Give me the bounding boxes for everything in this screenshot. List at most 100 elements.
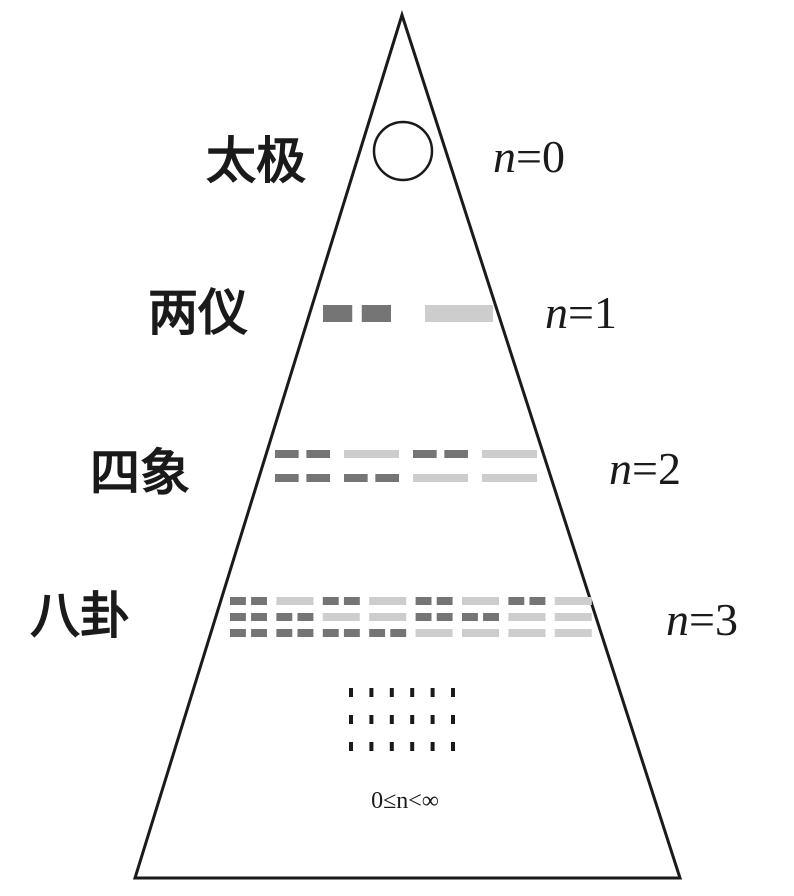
yao-figure-level2-0 bbox=[275, 450, 330, 482]
yang-line bbox=[413, 474, 468, 482]
yin-line-right bbox=[343, 629, 360, 637]
continuation-dot bbox=[369, 688, 374, 697]
yao-figure-level3-1 bbox=[276, 597, 314, 637]
range-label: 0≤n<∞ bbox=[371, 788, 439, 814]
continuation-dot bbox=[451, 715, 455, 724]
yin-line-right bbox=[297, 613, 314, 621]
yang-line bbox=[554, 613, 592, 621]
yin-line-left bbox=[276, 629, 293, 637]
yin-line-right bbox=[436, 613, 453, 621]
n-variable-1: n bbox=[545, 287, 568, 338]
n-variable-3: n bbox=[666, 594, 689, 645]
continuation-dot bbox=[430, 715, 435, 724]
yang-line bbox=[344, 450, 399, 458]
level-name-sixiang: 四象 bbox=[90, 444, 190, 502]
yin-line-left bbox=[415, 597, 432, 605]
yin-line-left bbox=[413, 450, 437, 458]
yin-line-right bbox=[529, 597, 546, 605]
n-value-2: =2 bbox=[632, 443, 681, 494]
continuation-dot bbox=[451, 742, 455, 751]
continuation-dot bbox=[410, 688, 415, 697]
yin-line-right bbox=[251, 629, 267, 637]
level-name-bagua: 八卦 bbox=[30, 587, 130, 645]
yang-line bbox=[482, 450, 537, 458]
level-n-label-0: n=0 bbox=[493, 131, 565, 182]
yang-line bbox=[322, 613, 360, 621]
n-value-3: =3 bbox=[689, 594, 738, 645]
n-value-1: =1 bbox=[568, 287, 617, 338]
yin-line-left bbox=[322, 629, 339, 637]
yang-line bbox=[554, 597, 592, 605]
yang-line bbox=[554, 629, 592, 637]
yang-line bbox=[462, 629, 499, 637]
continuation-dot bbox=[410, 742, 415, 751]
yao-figure-level3-0 bbox=[230, 597, 267, 637]
continuation-dots bbox=[349, 688, 455, 751]
continuation-dot bbox=[349, 715, 353, 724]
yang-line bbox=[508, 629, 546, 637]
taiji-circle bbox=[372, 120, 434, 182]
yao-figure-level2-3 bbox=[482, 450, 537, 482]
yin-line-left bbox=[322, 597, 339, 605]
yin-line-right bbox=[483, 613, 499, 621]
yang-line bbox=[415, 629, 453, 637]
yin-line-left bbox=[369, 629, 386, 637]
level-n-label-1: n=1 bbox=[545, 287, 617, 338]
yang-line bbox=[369, 613, 407, 621]
continuation-dot bbox=[369, 715, 374, 724]
level-n-label-3: n=3 bbox=[666, 594, 738, 645]
yang-line bbox=[276, 597, 314, 605]
yao-figure-level2-2 bbox=[413, 450, 468, 482]
yang-line bbox=[425, 305, 493, 322]
yin-line-left bbox=[462, 613, 478, 621]
yin-line-right bbox=[306, 474, 330, 482]
yin-line-left bbox=[275, 474, 299, 482]
yin-line-left bbox=[230, 613, 246, 621]
yin-line-right bbox=[436, 597, 453, 605]
yang-line bbox=[482, 474, 537, 482]
yin-line-right bbox=[297, 629, 314, 637]
yin-line-left bbox=[508, 597, 525, 605]
yao-figure-level1-0 bbox=[323, 305, 391, 322]
yin-line-left bbox=[323, 305, 353, 322]
continuation-dot bbox=[389, 688, 394, 697]
yin-line-left bbox=[415, 613, 432, 621]
yin-line-right bbox=[251, 597, 267, 605]
yao-figure-level3-2 bbox=[322, 597, 360, 637]
yao-figure-level2-1 bbox=[344, 450, 399, 482]
continuation-dot bbox=[410, 715, 415, 724]
yin-line-left bbox=[276, 613, 293, 621]
level-n-label-2: n=2 bbox=[609, 443, 681, 494]
continuation-dot bbox=[430, 742, 435, 751]
continuation-dot bbox=[349, 688, 353, 697]
yang-line bbox=[508, 613, 546, 621]
yao-figure-level3-6 bbox=[508, 597, 546, 637]
yao-figure-level3-4 bbox=[415, 597, 453, 637]
yao-figure-level3-7 bbox=[554, 597, 592, 637]
level-name-taiji: 太极 bbox=[206, 132, 306, 190]
yin-line-right bbox=[375, 474, 399, 482]
yin-line-left bbox=[230, 597, 246, 605]
pyramid-outline bbox=[132, 10, 683, 880]
n-variable-0: n bbox=[493, 131, 516, 182]
yang-line bbox=[369, 597, 407, 605]
continuation-dot bbox=[349, 742, 353, 751]
yin-line-right bbox=[306, 450, 330, 458]
yin-line-right bbox=[361, 305, 391, 322]
continuation-dot bbox=[389, 715, 394, 724]
yin-line-left bbox=[275, 450, 299, 458]
yin-line-right bbox=[444, 450, 468, 458]
continuation-dot bbox=[389, 742, 394, 751]
yao-figures bbox=[230, 305, 592, 637]
yao-figure-level3-3 bbox=[369, 597, 407, 637]
yang-line bbox=[462, 597, 499, 605]
yin-line-left bbox=[230, 629, 246, 637]
yin-line-right bbox=[343, 597, 360, 605]
yao-figure-level1-1 bbox=[425, 305, 493, 322]
yin-line-right bbox=[251, 613, 267, 621]
n-value-0: =0 bbox=[516, 131, 565, 182]
yin-line-left bbox=[344, 474, 368, 482]
continuation-dot bbox=[430, 688, 435, 697]
